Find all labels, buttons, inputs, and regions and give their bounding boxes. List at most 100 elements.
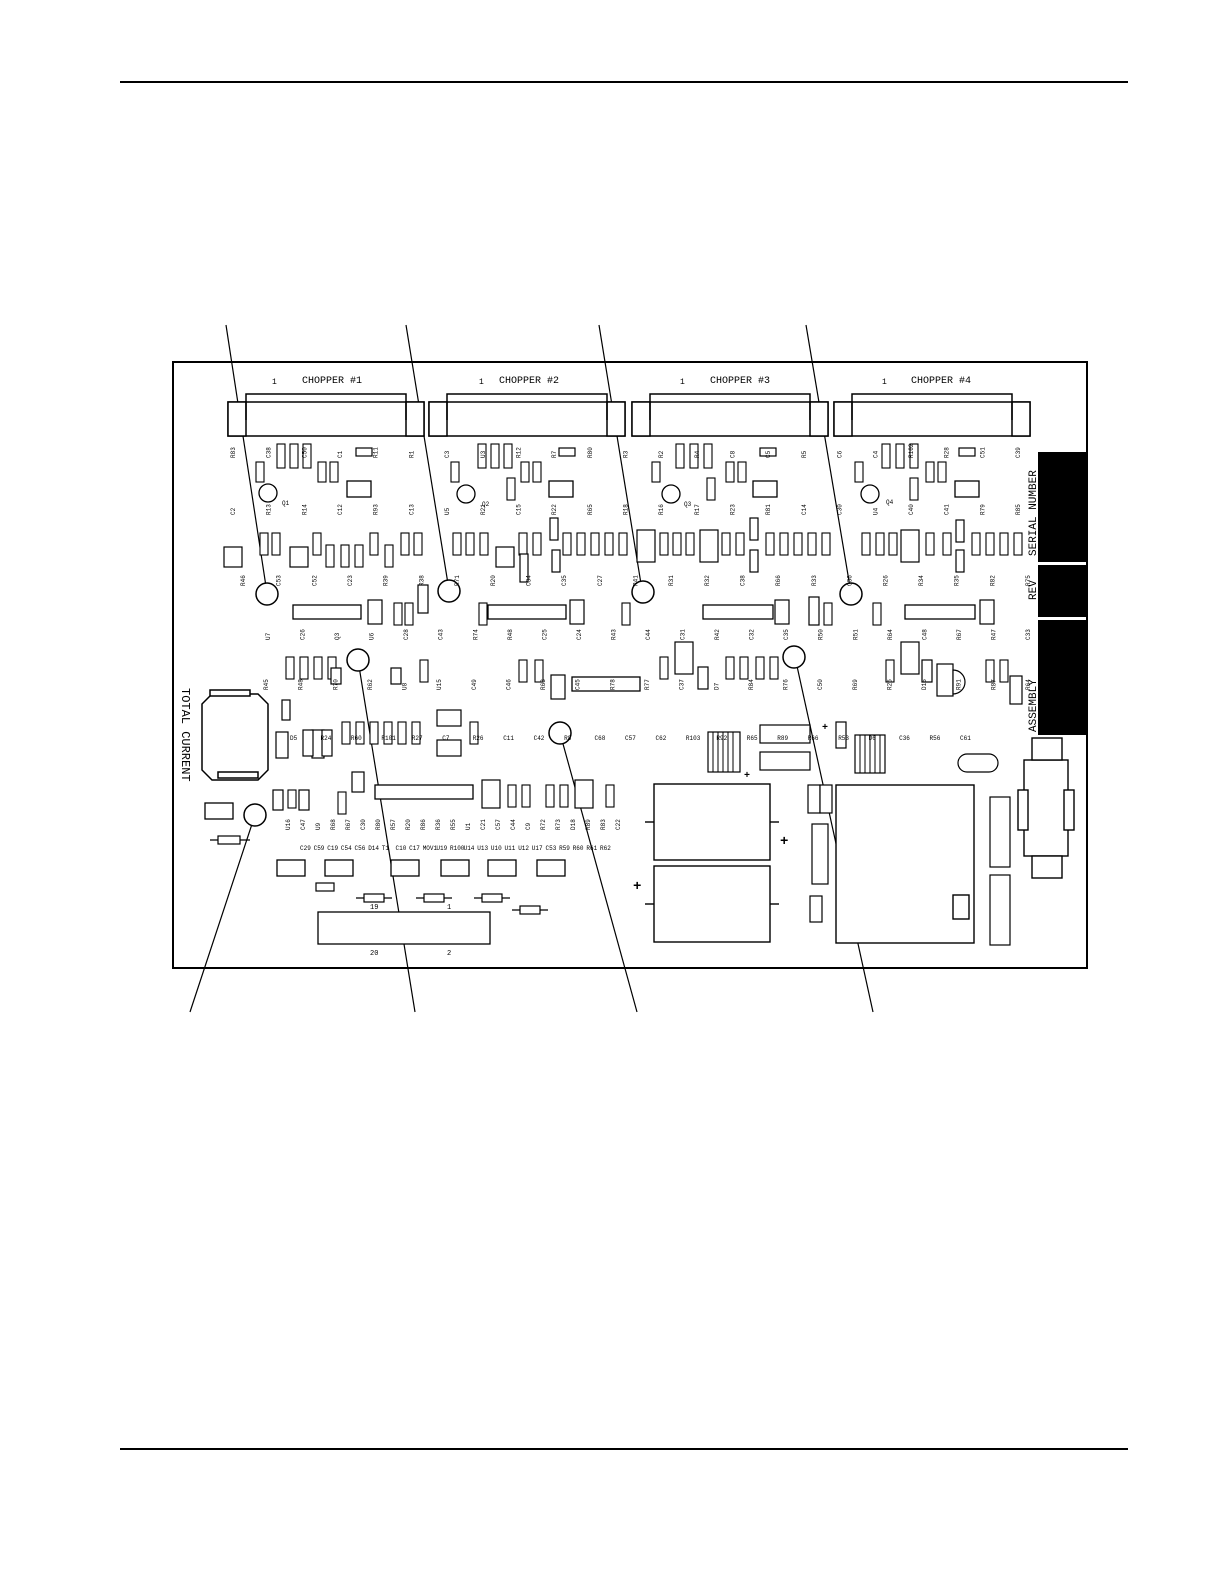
part-label: C68 [595, 735, 606, 742]
part-label: U19 [436, 845, 447, 852]
part-label: C37 [679, 679, 686, 690]
transistor-q3: Q3 [684, 501, 692, 508]
large-capacitors [645, 783, 779, 943]
misc-components [272, 517, 966, 811]
transistor-q2: Q2 [482, 501, 490, 508]
part-label: C38 [266, 447, 273, 458]
part-label: C5 [765, 450, 772, 458]
part-label: U8 [402, 682, 409, 690]
part-label: C7 [442, 735, 450, 742]
chopper-3-label: CHOPPER #3 [710, 376, 770, 387]
part-label: C57 [625, 735, 636, 742]
part-label: R87 [990, 679, 997, 690]
part-label: R102 [908, 443, 915, 458]
part-label: C51 [979, 447, 986, 458]
part-label: R16 [658, 504, 665, 515]
part-label: R26 [473, 735, 484, 742]
part-label: R89 [777, 735, 788, 742]
hatching [712, 732, 881, 773]
part-label: R84 [748, 679, 755, 690]
part-label: C34 [526, 575, 533, 586]
transistor-q4: Q4 [886, 499, 894, 506]
test-points [243, 579, 863, 827]
part-label: R83 [600, 819, 607, 830]
part-label: R20 [405, 819, 412, 830]
part-label: R20 [490, 575, 497, 586]
part-label: R82 [989, 575, 996, 586]
part-label: R93 [373, 504, 380, 515]
part-label: R57 [390, 819, 397, 830]
part-label: U9 [315, 822, 322, 830]
part-label: R91 [956, 679, 963, 690]
part-label: C14 [801, 504, 808, 515]
part-label: C32 [749, 629, 756, 640]
part-label: U7 [265, 632, 272, 640]
chopper-4-label: CHOPPER #4 [911, 376, 971, 387]
polarity-marks: + + + + [633, 723, 828, 895]
part-label: R56 [930, 735, 941, 742]
part-label: C26 [300, 629, 307, 640]
part-label: R24 [321, 735, 332, 742]
part-label: C50 [817, 679, 824, 690]
part-label: R64 [887, 629, 894, 640]
part-label: U3 [480, 450, 487, 458]
part-label: U14 [464, 845, 475, 852]
part-label: R22 [551, 504, 558, 515]
header-rule [120, 81, 1128, 83]
part-label: C46 [506, 679, 513, 690]
callout-lines-bottom [189, 656, 874, 1013]
part-label: R43 [611, 629, 618, 640]
part-label: U6 [369, 632, 376, 640]
horizontal-resistors [210, 835, 548, 915]
part-label: R71 [454, 575, 461, 586]
part-label: R59 [559, 845, 570, 852]
svg-text:+: + [822, 723, 828, 734]
part-label: C53 [546, 845, 557, 852]
part-label: R61 [586, 845, 597, 852]
chopper-connector-3: 1 CHOPPER #3 [631, 376, 829, 437]
fuse-holder [1017, 737, 1075, 879]
part-label: R64 [1025, 679, 1032, 690]
box-components [223, 447, 1023, 892]
part-label: R79 [979, 504, 986, 515]
part-label: C33 [1025, 629, 1032, 640]
part-label: C11 [503, 735, 514, 742]
part-label: R4 [694, 450, 701, 458]
part-label: R34 [918, 575, 925, 586]
part-label: R83 [230, 447, 237, 458]
part-label: C8 [730, 450, 737, 458]
chopper-1-pin: 1 [272, 378, 277, 387]
part-label: C10 [396, 845, 407, 852]
part-label: R103 [686, 735, 701, 742]
chopper-connector-2: 1 CHOPPER #2 [428, 376, 626, 437]
part-label: R75 [1025, 575, 1032, 586]
part-label: R63 [540, 679, 547, 690]
part-label: C19 [327, 845, 338, 852]
part-label: R81 [765, 504, 772, 515]
part-label: C12 [337, 504, 344, 515]
part-label: C15 [516, 504, 523, 515]
part-label: C30 [837, 504, 844, 515]
part-label: C40 [908, 504, 915, 515]
part-label: U12 [518, 845, 529, 852]
connector-pin-2: 2 [447, 950, 451, 958]
part-label: U1 [465, 822, 472, 830]
svg-text:+: + [744, 771, 750, 782]
part-label: U15 [436, 679, 443, 690]
part-label: U16 [285, 819, 292, 830]
part-label: U10 [491, 845, 502, 852]
part-label: U5 [444, 507, 451, 515]
part-label: R55 [450, 819, 457, 830]
transformer [835, 784, 975, 944]
part-label: D5 [290, 735, 298, 742]
part-label: D16 [921, 679, 928, 690]
part-label: Q3 [334, 632, 341, 640]
part-label: C52 [311, 575, 318, 586]
part-label: C17 [409, 845, 420, 852]
part-label: R73 [555, 819, 562, 830]
serial-number-label: SERIAL NUMBER [1028, 470, 1040, 556]
part-label: U13 [477, 845, 488, 852]
part-label: C50 [301, 447, 308, 458]
part-label: R7 [551, 450, 558, 458]
